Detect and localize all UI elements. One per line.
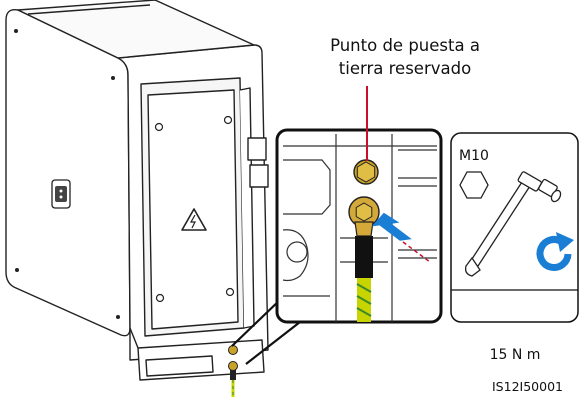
clockwise-rotate-icon: [536, 232, 574, 271]
install-direction-arrow: [371, 212, 412, 241]
reserved-ground-point-label: Punto de puesta a tierra reservado: [300, 34, 510, 80]
callout-line-2: tierra reservado: [338, 59, 472, 78]
inverter-unit: [5, 0, 269, 381]
detail-panel: [275, 128, 443, 324]
inverter-front-panel: [5, 9, 131, 337]
side-panel-screws: [154, 115, 235, 303]
ground-cable-sleeve: [355, 236, 373, 278]
socket-wrench-icon: [464, 171, 562, 277]
hexagon-nut-icon: [459, 171, 489, 199]
bolt-size-label: M10: [459, 148, 489, 164]
tool-panel: [450, 132, 579, 323]
status-indicator-icon: [51, 179, 71, 209]
figure-code: IS12I50001: [492, 379, 563, 394]
zoom-indicator-lines: [231, 296, 301, 365]
front-panel-screws: [14, 29, 120, 319]
callout-line-1: Punto de puesta a: [330, 36, 480, 55]
unit-ground-terminals: [228, 345, 238, 397]
inverter-top: [17, 0, 255, 59]
electric-hazard-icon: [181, 208, 207, 231]
torque-label: 15 N m: [489, 347, 541, 363]
